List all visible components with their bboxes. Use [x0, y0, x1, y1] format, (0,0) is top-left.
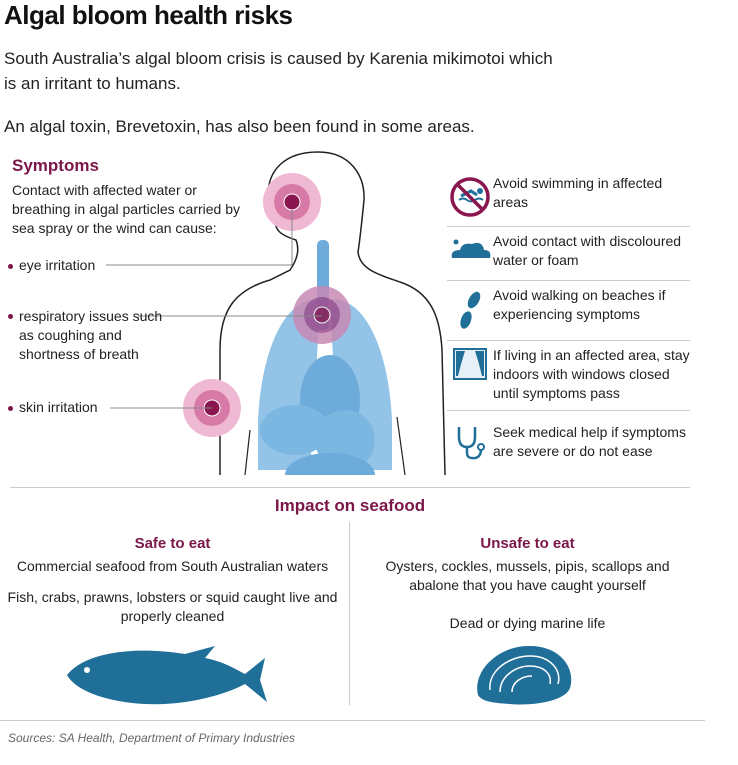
footer-divider: [0, 720, 705, 721]
seafood-heading: Impact on seafood: [274, 496, 426, 515]
page-title: Algal bloom health risks: [4, 0, 293, 30]
no-swimming-icon: [447, 174, 493, 218]
oyster-icon: [477, 645, 572, 705]
bullet-icon: [8, 314, 13, 319]
bullet-icon: [8, 263, 13, 269]
advice-item: Avoid contact with discoloured water or …: [447, 232, 690, 281]
lung-hotspot: [293, 286, 351, 344]
foam-icon: [447, 232, 493, 264]
footprints-icon: [447, 286, 493, 330]
symptom-respiratory: respiratory issues such as coughing and …: [8, 307, 168, 364]
advice-item: Avoid walking on beaches if experiencing…: [447, 286, 690, 341]
advice-item: Seek medical help if symptoms are severe…: [447, 423, 690, 488]
column-divider: [349, 522, 350, 705]
symptoms-heading: Symptoms: [12, 156, 99, 175]
unsafe-heading: Unsafe to eat: [480, 535, 575, 552]
fish-icon: [67, 646, 267, 705]
stethoscope-icon: [447, 423, 493, 461]
safe-heading: Safe to eat: [134, 535, 211, 552]
advice-item: If living in an affected area, stay indo…: [447, 346, 690, 411]
human-body-diagram: [106, 151, 446, 475]
symptom-eye: eye irritation: [8, 256, 95, 275]
advice-item: Avoid swimming in affected areas: [447, 174, 690, 227]
intro-text-2: An algal toxin, Brevetoxin, has also bee…: [4, 117, 475, 136]
intro-text-1: South Australia’s algal bloom crisis is …: [4, 49, 553, 93]
safe-column: Safe to eat Commercial seafood from Sout…: [0, 535, 345, 626]
bullet-icon: [8, 405, 13, 411]
window-icon: [447, 346, 493, 380]
divider: [10, 487, 690, 488]
safe-item: Fish, crabs, prawns, lobsters or squid c…: [7, 589, 338, 624]
organs: [258, 240, 392, 475]
eye-hotspot: [263, 173, 321, 231]
unsafe-item: Dead or dying marine life: [449, 615, 606, 631]
safe-item: Commercial seafood from South Australian…: [16, 558, 329, 574]
unsafe-column: Unsafe to eat Oysters, cockles, mussels,…: [355, 535, 700, 633]
sources: Sources: SA Health, Department of Primar…: [8, 731, 296, 745]
symptom-skin: skin irritation: [8, 398, 98, 417]
symptoms-description: Contact with affected water or breathing…: [12, 182, 241, 236]
unsafe-item: Oysters, cockles, mussels, pipis, scallo…: [385, 558, 670, 593]
